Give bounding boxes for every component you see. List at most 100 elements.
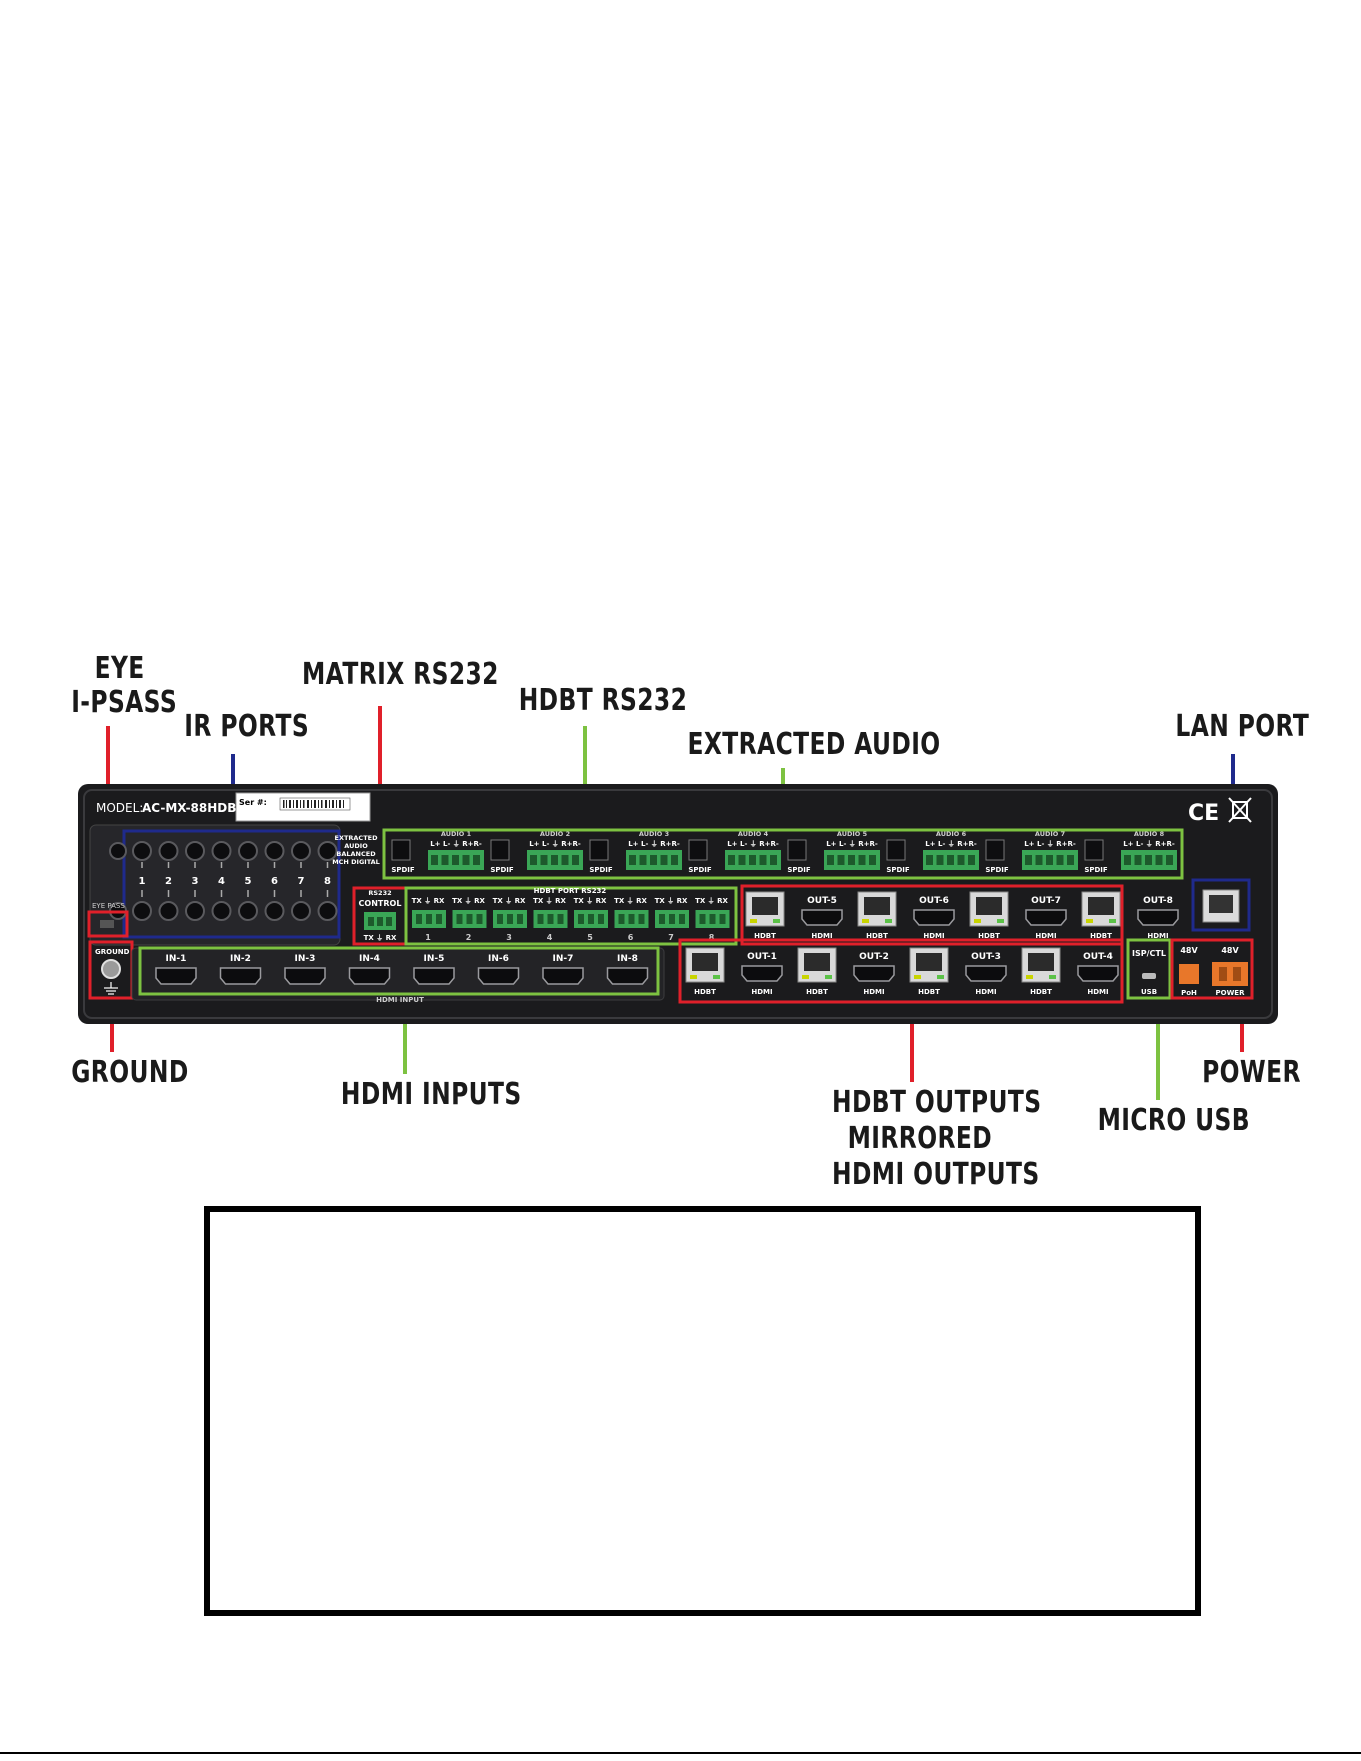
audio-pin-5-2 bbox=[837, 855, 845, 865]
rj45-opening-out-1 bbox=[692, 953, 718, 971]
rj45-led-a-out-7 bbox=[974, 919, 981, 923]
hdbt-rs232-pin-5-2 bbox=[588, 914, 594, 924]
hdmi-inputs-box bbox=[138, 946, 660, 996]
hdmi-label-out-4: HDMI bbox=[1087, 988, 1108, 996]
hdmi-output-port-out-7 bbox=[1025, 909, 1067, 926]
audio-pin-8-5 bbox=[1166, 855, 1173, 865]
eye-pass-box bbox=[87, 910, 129, 938]
ir-out-jack-8 bbox=[317, 841, 338, 861]
hdbt-rs232-pin-8-2 bbox=[709, 914, 716, 924]
hdbt-rs232-pin-8-1 bbox=[699, 914, 706, 924]
audio-pin-7-4 bbox=[1056, 855, 1064, 865]
audio-pin-6-3 bbox=[947, 855, 954, 865]
hdbt-rs232-txrx-5: TX ⏚ RX bbox=[574, 897, 607, 905]
audio-label-1: AUDIO 1 bbox=[441, 830, 472, 838]
hdmi-input-port-4 bbox=[348, 967, 391, 985]
audio-pins-label-2: L+ L- ⏚ R+R- bbox=[529, 840, 581, 848]
hdmi-input-port-1 bbox=[155, 967, 197, 985]
audio-pin-1-5 bbox=[473, 855, 480, 865]
output-label-out-3: OUT-3 bbox=[971, 952, 1001, 962]
audio-pins-label-8: L+ L- ⏚ R+R- bbox=[1123, 840, 1175, 848]
extracted-audio-text-3: MCH DIGITAL bbox=[332, 858, 380, 866]
hdbt-rs232-pin-5-1 bbox=[578, 914, 584, 924]
audio-label-2: AUDIO 2 bbox=[540, 830, 570, 838]
audio-pin-7-1 bbox=[1025, 855, 1032, 865]
audio-pin-2-5 bbox=[572, 855, 579, 865]
ir-out-jack-4 bbox=[211, 841, 232, 861]
audio-pin-4-4 bbox=[759, 855, 767, 865]
audio-pins-label-4: L+ L- ⏚ R+R- bbox=[727, 840, 779, 848]
hdmi-label-out-3: HDMI bbox=[975, 988, 996, 996]
callout-eye-line1: EYE bbox=[94, 651, 145, 686]
hdbt-rs232-txrx-2: TX ⏚ RX bbox=[452, 897, 485, 905]
audio-pin-1-4 bbox=[462, 855, 470, 865]
audio-pins-label-5: L+ L- ⏚ R+R- bbox=[826, 840, 878, 848]
ir-number-4: 4 bbox=[218, 876, 225, 887]
audio-pin-3-2 bbox=[639, 855, 647, 865]
audio-label-3: AUDIO 3 bbox=[639, 830, 669, 838]
hdbt-rs232-1: TX ⏚ RX1 bbox=[412, 897, 446, 942]
ground-screw bbox=[101, 959, 121, 979]
audio-pin-5-5 bbox=[869, 855, 876, 865]
micro-usb-port bbox=[1142, 973, 1156, 979]
rj45-led-b-out-3 bbox=[937, 975, 944, 979]
audio-module-2: SPDIF AUDIO 2 L+ L- ⏚ R+R- bbox=[490, 830, 583, 874]
power-terminal bbox=[1212, 962, 1248, 986]
ir-in-jack-8 bbox=[317, 901, 338, 921]
hdbt-rs232-number-2: 2 bbox=[466, 933, 472, 942]
hdbt-rs232-pin-2-1 bbox=[456, 914, 463, 924]
model-label: MODEL: bbox=[96, 801, 143, 815]
hdbt-label-out-1: HDBT bbox=[694, 988, 716, 996]
rj45-led-a-out-1 bbox=[690, 975, 697, 979]
hdbt-rs232-pin-6-2 bbox=[628, 914, 635, 924]
hdbt-rs232-number-7: 7 bbox=[668, 933, 674, 942]
spdif-label-2: SPDIF bbox=[490, 866, 514, 874]
eye-pass-switch bbox=[100, 920, 114, 928]
spdif-label-1: SPDIF bbox=[391, 866, 415, 874]
spdif-label-6: SPDIF bbox=[886, 866, 910, 874]
rj45-led-b-out-1 bbox=[713, 975, 720, 979]
hdbt-rs232-txrx-6: TX ⏚ RX bbox=[614, 897, 647, 905]
hdbt-rs232-pin-4-3 bbox=[557, 914, 564, 924]
chassis-edge bbox=[83, 789, 1273, 1019]
hdmi-input-label: HDMI INPUT bbox=[376, 996, 424, 1004]
matrix-rs232-pins bbox=[368, 917, 392, 926]
hdbt-rs232-pin-3-1 bbox=[497, 914, 503, 924]
hdmi-input-label-1: IN-1 bbox=[166, 954, 187, 964]
hdmi-input-label-5: IN-5 bbox=[424, 954, 445, 964]
hdbt-label-out-2: HDBT bbox=[806, 988, 828, 996]
ir-ports-box bbox=[122, 829, 341, 939]
hdbt-rs232-pin-4-2 bbox=[547, 914, 554, 924]
audio-pin-2-4 bbox=[561, 855, 569, 865]
hdmi-input-1: IN-1 bbox=[155, 954, 197, 985]
hdbt-label-out-5: HDBT bbox=[754, 932, 776, 940]
hdmi-input-label-7: IN-7 bbox=[553, 954, 574, 964]
rj45-opening-out-4 bbox=[1028, 953, 1054, 971]
hdbt-rs232-txrx-1: TX ⏚ RX bbox=[412, 897, 445, 905]
hdbt-rs232-txrx-4: TX ⏚ RX bbox=[533, 897, 566, 905]
audio-pin-2-2 bbox=[540, 855, 548, 865]
spdif-port-5 bbox=[787, 839, 807, 861]
spdif-label-3: SPDIF bbox=[589, 866, 613, 874]
ir-in-jack-7 bbox=[291, 901, 311, 921]
hdmi-output-port-out-4 bbox=[1077, 965, 1119, 982]
hdbt-label-out-3: HDBT bbox=[918, 988, 940, 996]
lan-port-opening bbox=[1209, 895, 1233, 913]
hdmi-input-port-6 bbox=[477, 967, 520, 985]
spdif-port-3 bbox=[589, 839, 609, 861]
audio-pin-5-1 bbox=[827, 855, 834, 865]
hdmi-input-label-4: IN-4 bbox=[359, 954, 380, 964]
ir-number-6: 6 bbox=[271, 876, 278, 887]
hdbt-rs232-pin-2-2 bbox=[466, 914, 473, 924]
callout-eye-line2: I-PSASS bbox=[71, 685, 178, 720]
rj45-opening-out-2 bbox=[804, 953, 830, 971]
